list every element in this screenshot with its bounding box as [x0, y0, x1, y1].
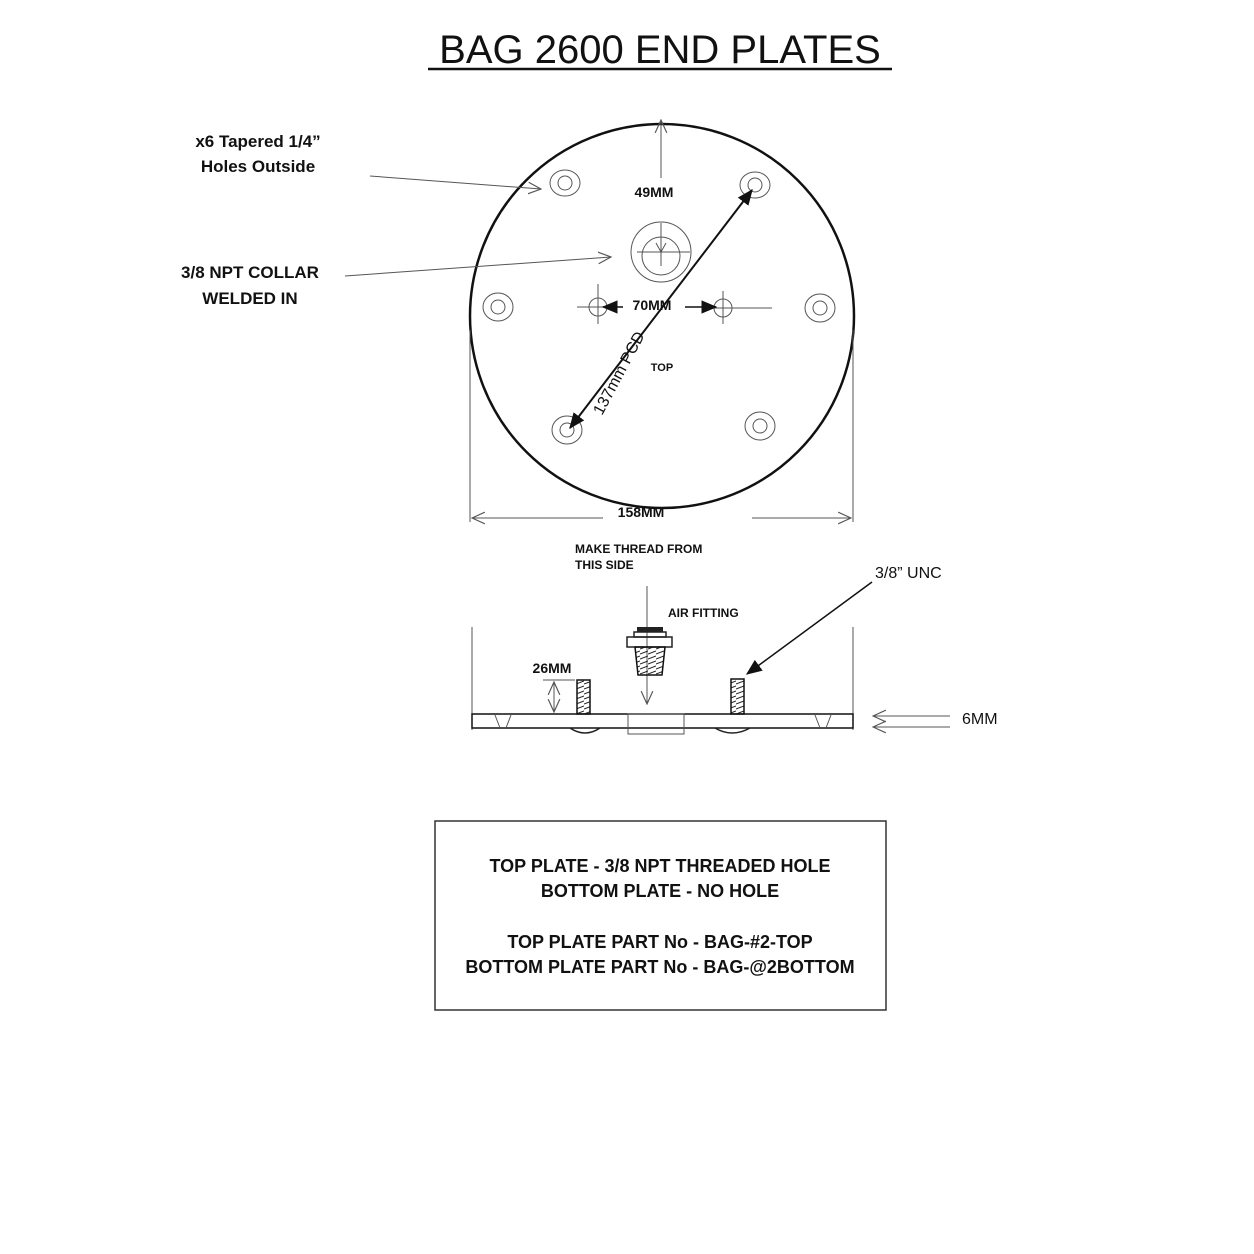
- plate-thickness-label: 6MM: [962, 711, 998, 728]
- npt-collar-icon: [630, 221, 692, 283]
- thread-note-line1: MAKE THREAD FROM: [575, 542, 702, 556]
- tapered-hole-icon: [551, 415, 583, 445]
- holes-callout-line2: Holes Outside: [201, 157, 315, 176]
- plate-outline: [468, 122, 856, 510]
- tapered-hole-icon: [482, 292, 514, 322]
- drawing-title: BAG 2600 END PLATES: [428, 28, 892, 72]
- title-text: BAG 2600 END PLATES: [439, 28, 881, 72]
- stud-left-icon: [576, 679, 591, 715]
- dim-pcd-label: 137mm PCD: [591, 329, 649, 418]
- tapered-holes: [482, 169, 836, 445]
- dim-diameter-label: 158MM: [618, 504, 665, 520]
- stud-label: 3/8” UNC: [875, 565, 942, 582]
- note-line-3: TOP PLATE PART No - BAG-#2-TOP: [507, 932, 812, 952]
- holes-callout-line1: x6 Tapered 1/4”: [195, 132, 320, 151]
- stud-hole-left: [577, 284, 620, 324]
- orientation-label: TOP: [651, 362, 673, 374]
- tapered-hole-icon: [739, 171, 771, 199]
- dim-stud-spacing-label: 70MM: [633, 297, 672, 313]
- note-line-4: BOTTOM PLATE PART No - BAG-@2BOTTOM: [465, 957, 854, 977]
- collar-callout-line2: WELDED IN: [202, 289, 297, 308]
- stud-height-label: 26MM: [533, 660, 572, 676]
- dim-offset-label: 49MM: [635, 184, 674, 200]
- collar-callout-line1: 3/8 NPT COLLAR: [181, 263, 319, 282]
- side-view: MAKE THREAD FROM THIS SIDE AIR FITTING 2…: [471, 542, 998, 735]
- plate-side-profile: [471, 713, 854, 729]
- tapered-hole-icon: [549, 169, 581, 197]
- air-fitting-label: AIR FITTING: [668, 606, 739, 620]
- note-line-2: BOTTOM PLATE - NO HOLE: [541, 881, 779, 901]
- air-fitting-icon: [626, 627, 673, 676]
- stud-right-icon: [730, 678, 745, 715]
- tapered-hole-icon: [744, 411, 776, 441]
- note-line-1: TOP PLATE - 3/8 NPT THREADED HOLE: [489, 856, 830, 876]
- top-view: 49MM 70MM 137mm PCD TOP 158MM x6 Tapered…: [181, 120, 856, 522]
- tapered-hole-icon: [804, 293, 836, 323]
- notes-box: TOP PLATE - 3/8 NPT THREADED HOLE BOTTOM…: [434, 820, 887, 1011]
- thread-note-line2: THIS SIDE: [575, 558, 634, 572]
